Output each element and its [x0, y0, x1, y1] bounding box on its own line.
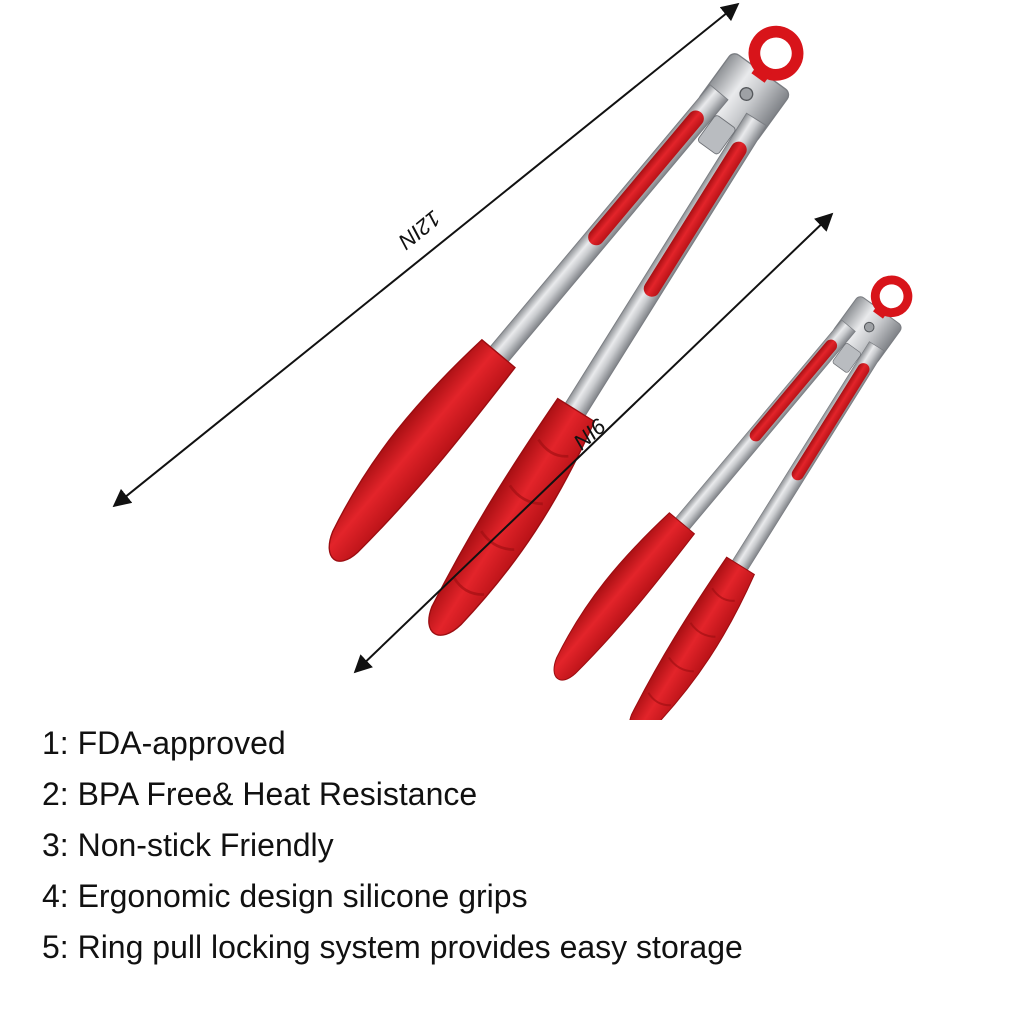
product-illustration: 12IN 9IN	[112, 0, 1024, 720]
feature-item: 4: Ergonomic design silicone grips	[42, 878, 528, 914]
large-tongs-icon	[304, 0, 866, 653]
feature-item: 2: BPA Free& Heat Resistance	[42, 776, 478, 812]
small-length-arrow-icon	[353, 212, 834, 674]
feature-item: 5: Ring pull locking system provides eas…	[42, 929, 743, 965]
feature-item: 3: Non-stick Friendly	[42, 827, 334, 863]
feature-list: 1: FDA-approved 2: BPA Free& Heat Resist…	[42, 718, 743, 973]
small-tongs-icon	[535, 241, 960, 720]
large-length-label: 12IN	[394, 205, 446, 254]
feature-item: 1: FDA-approved	[42, 725, 286, 761]
